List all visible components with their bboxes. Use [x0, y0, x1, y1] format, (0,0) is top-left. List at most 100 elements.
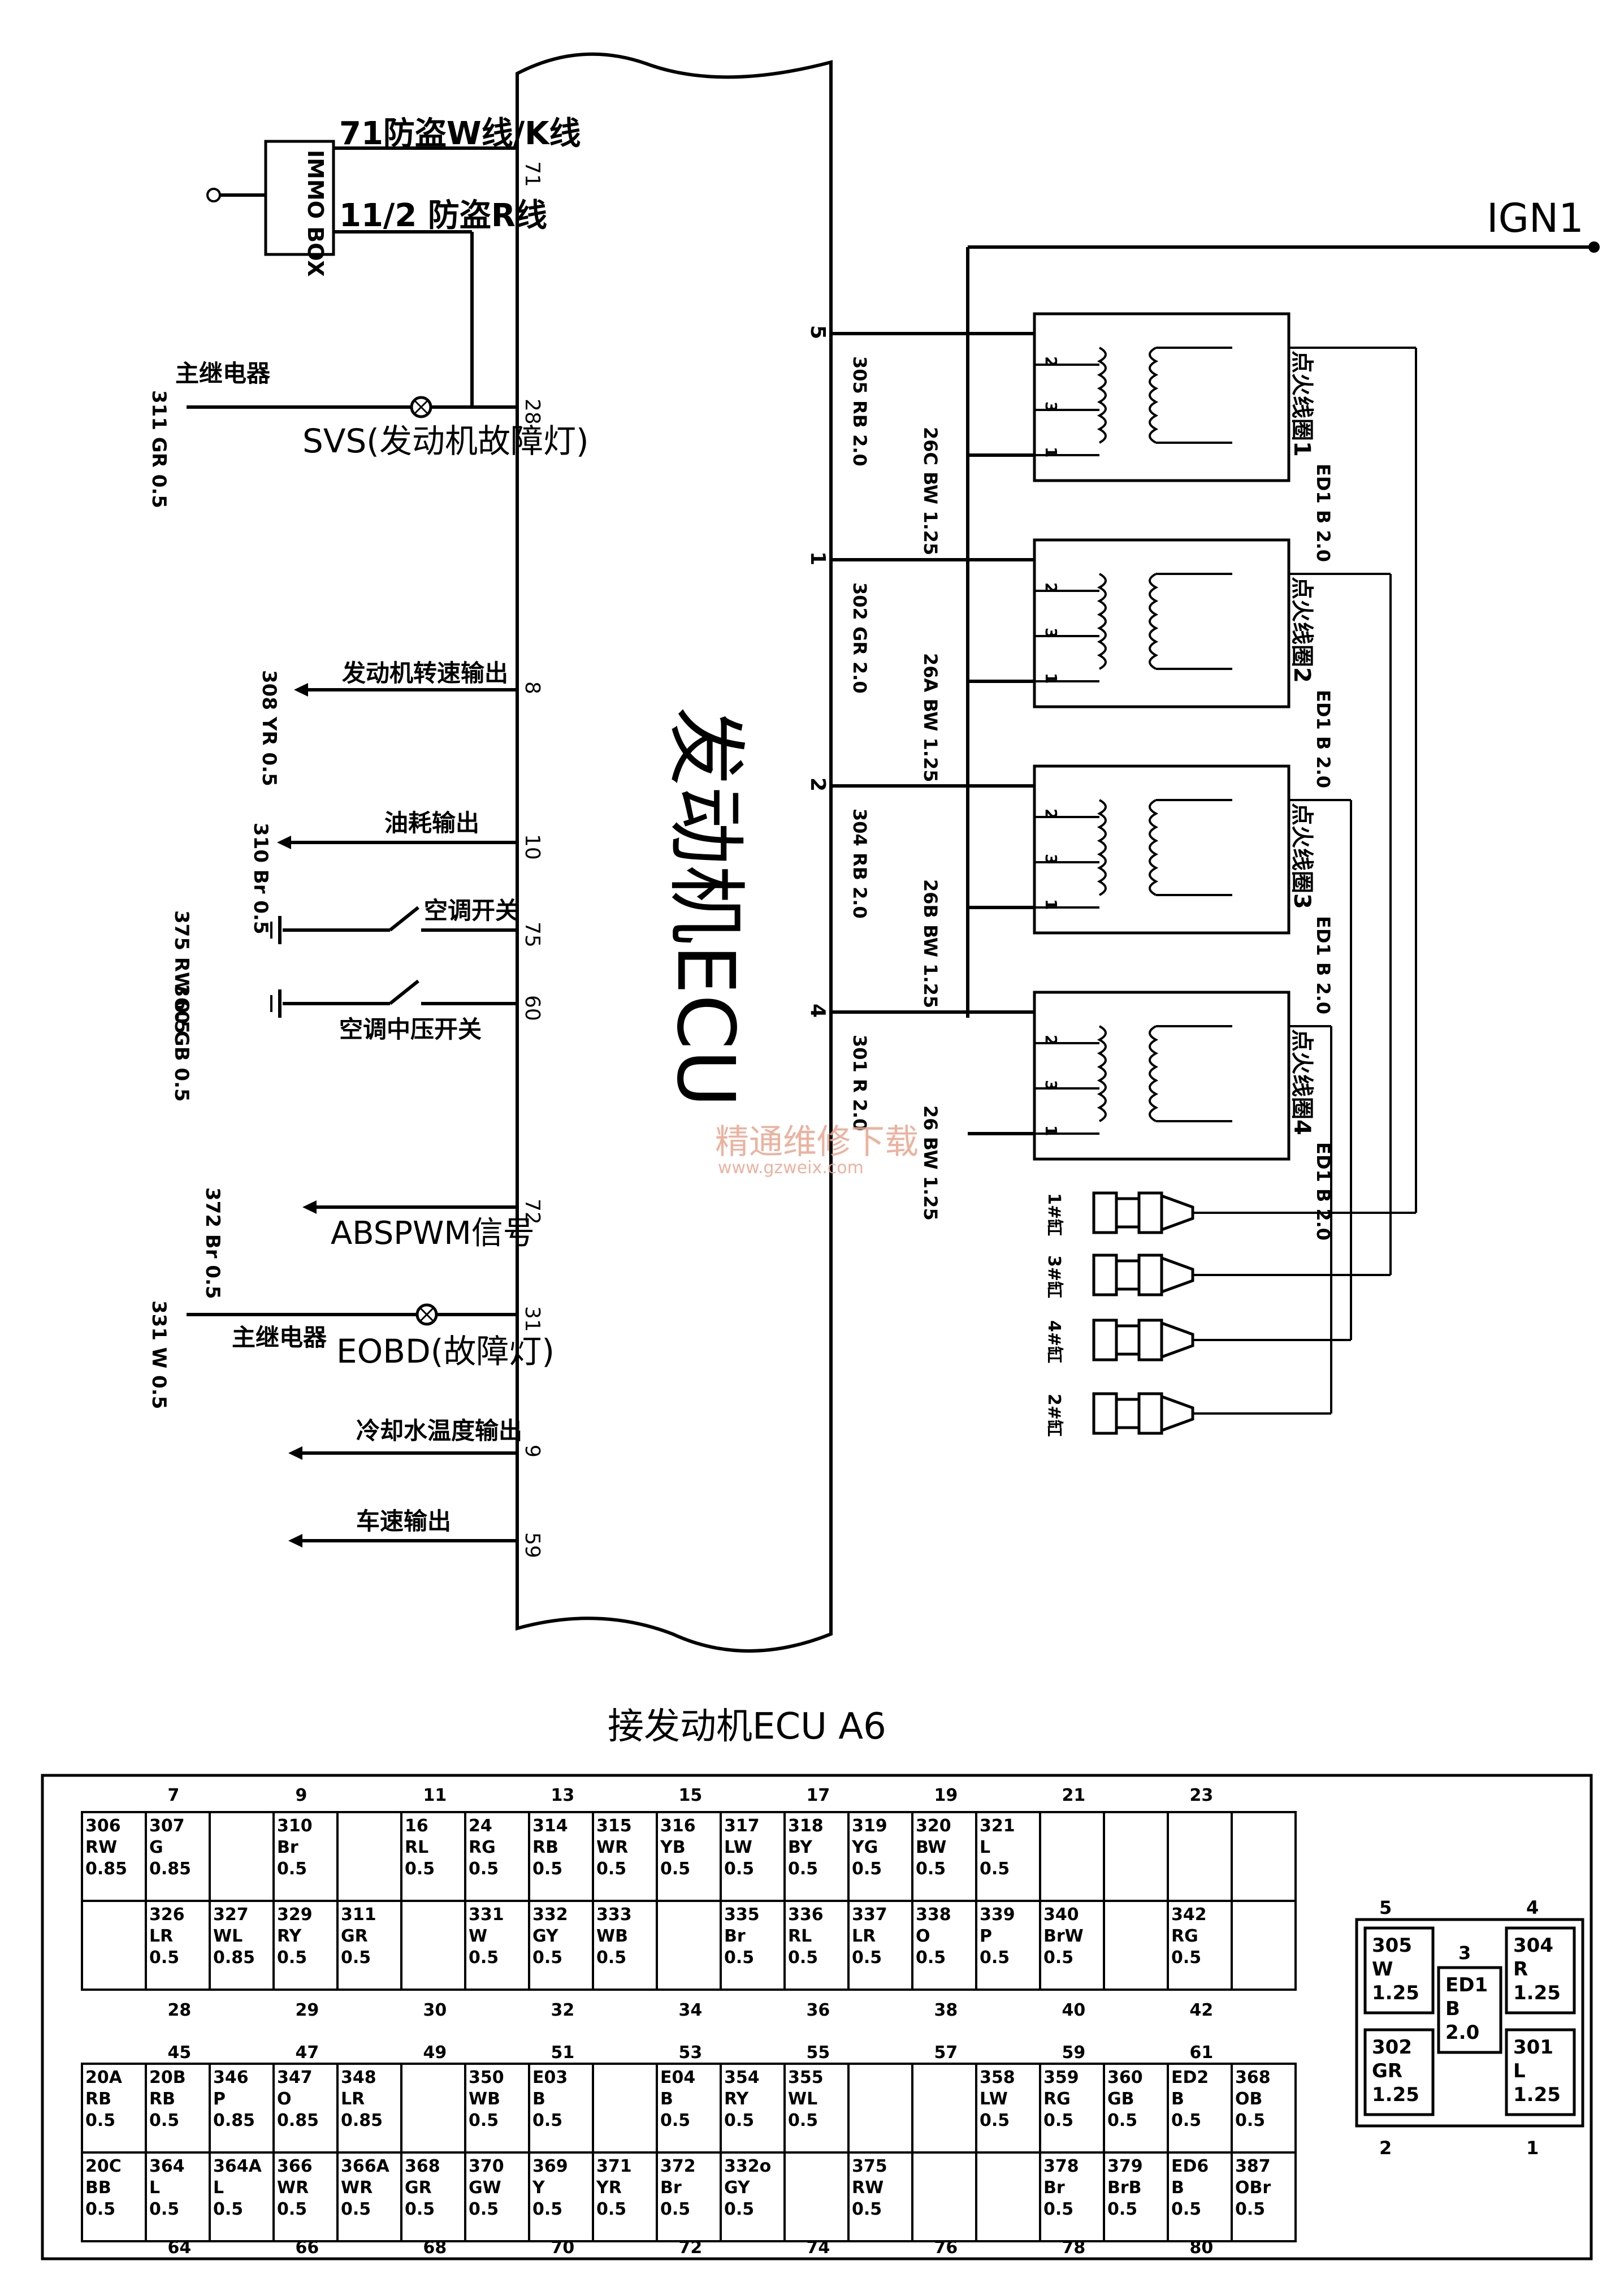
connector-cell-row4-15-line-3: 0.5	[1043, 2199, 1073, 2219]
connector-cell-row1-6-line-1: 24	[469, 1816, 492, 1836]
coil-1-wire-in: 305 RB 2.0	[849, 356, 871, 466]
spark-plug-1: 1#缸	[1044, 348, 1417, 1236]
connector-cell-row3-2-line-2: P	[213, 2089, 226, 2109]
coil-3-terminal-c: 1	[1042, 899, 1060, 910]
connector-cell	[81, 1900, 147, 1991]
connector-pin-number: 42	[1190, 2000, 1214, 2020]
connector-cell-row1-7-line-2: RB	[532, 1838, 558, 1857]
coil-1-terminal-c: 1	[1042, 447, 1060, 457]
pin-59: 59	[521, 1532, 544, 1558]
connector-cell-row4-12-line-1: 375	[852, 2156, 887, 2176]
coil-connector-cell-304-line-1: 304	[1513, 1934, 1553, 1957]
connector-cell-row2-17-line-3: 0.5	[1171, 1948, 1201, 1968]
connector-cell	[400, 1900, 466, 1991]
pin-8-label: 发动机转速输出	[342, 659, 508, 687]
pin-72-label: ABSPWM信号	[331, 1215, 535, 1252]
connector-cell-row2-13-line-1: 338	[916, 1905, 951, 1925]
connector-cell-row2-6-line-2: W	[469, 1926, 487, 1946]
connector-cell-row3-4-line-3: 0.85	[341, 2111, 383, 2130]
connector-pin-number: 76	[934, 2238, 958, 2258]
watermark-line2: www.gzweix.com	[718, 1158, 864, 1178]
connector-cell-row3-2-line-3: 0.85	[213, 2111, 255, 2130]
connector-cell-row1-10-line-3: 0.5	[724, 1859, 754, 1879]
connector-cell-row2-10-line-2: Br	[724, 1926, 746, 1946]
connector-cell-row3-7-line-2: B	[532, 2089, 545, 2109]
connector-pin-number: 61	[1190, 2043, 1214, 2063]
connector-cell-row4-12-line-3: 0.5	[852, 2199, 882, 2219]
connector-cell-row4-0-line-2: BB	[85, 2178, 111, 2198]
connector-title: 接发动机ECU A6	[608, 1706, 886, 1748]
connector-cell	[911, 2151, 977, 2242]
connector-cell-row3-3-line-2: O	[277, 2089, 292, 2109]
connector-cell-row1-1-line-3: 0.85	[149, 1859, 191, 1879]
spark-plug-4: 2#缸	[1044, 1026, 1332, 1437]
connector-cell-row4-3-line-3: 0.5	[277, 2199, 307, 2219]
connector-pin-number: 40	[1062, 2000, 1086, 2020]
connector-cell-row1-5-line-2: RL	[405, 1838, 428, 1857]
pin-71: 71	[521, 161, 544, 187]
connector-cell-row3-4-line-1: 348	[341, 2068, 376, 2087]
connector-cell-row1-5-line-3: 0.5	[405, 1859, 435, 1879]
coil-2-label: 点火线圈2	[1289, 577, 1315, 683]
connector-cell-row1-3-line-1: 310	[277, 1816, 313, 1836]
connector-cell	[209, 1811, 275, 1902]
connector-cell-row1-9-line-3: 0.5	[660, 1859, 690, 1879]
connector-cell-row1-13-line-2: BW	[916, 1838, 946, 1857]
connector-cell-row4-17-line-3: 0.5	[1171, 2199, 1201, 2219]
coil-connector-pin-number: 2	[1379, 2137, 1392, 2159]
connector-cell-row3-11-line-1: 355	[788, 2068, 824, 2087]
connector-cell-row1-8-line-1: 315	[596, 1816, 632, 1836]
connector-cell-row1-11-line-3: 0.5	[788, 1859, 818, 1879]
coil-3-wire-in: 304 RB 2.0	[849, 809, 871, 919]
coil-connector-cell-ed1-line-1: ED1	[1445, 1974, 1488, 1996]
connector-cell-row2-17-line-1: 342	[1171, 1905, 1207, 1925]
pin-8-wire: 308 YR 0.5	[258, 670, 280, 786]
connector-cell-row3-18-line-2: OB	[1235, 2089, 1262, 2109]
connector-pin-number: 34	[679, 2000, 703, 2020]
coil-1-wire-out: 26C BW 1.25	[920, 427, 941, 555]
connector-cell-row2-14-line-1: 339	[980, 1905, 1015, 1925]
connector-cell-row2-1-line-3: 0.5	[149, 1948, 179, 1968]
connector-cell-row1-12-line-1: 319	[852, 1816, 887, 1836]
connector-pin-number: 30	[423, 2000, 447, 2020]
pin-31-circuit: 31 主继电器 331 W 0.5 EOBD(故障灯)	[148, 1300, 555, 1409]
connector-cell-row1-14-line-2: L	[980, 1838, 990, 1857]
connector-cell-row4-3-line-1: 366	[277, 2156, 313, 2176]
pin-59-label: 车速输出	[356, 1507, 451, 1535]
immo-line1-label: 71防盗W线/K线	[339, 115, 581, 152]
connector-cell-row3-18-line-1: 368	[1235, 2068, 1271, 2087]
pin-10: 10	[521, 834, 544, 860]
connector-pin-number: 36	[807, 2000, 830, 2020]
pin-28-source: 主继电器	[175, 360, 271, 387]
immo-line2-label: 11/2 防盗R线	[339, 197, 547, 234]
connector-cell-row4-5-line-3: 0.5	[405, 2199, 435, 2219]
connector-cell-row3-6-line-3: 0.5	[469, 2111, 499, 2130]
ign1-label: IGN1	[1487, 195, 1584, 241]
connector-cell-row1-14-line-1: 321	[980, 1816, 1015, 1836]
pin-75-wire: 375 RW 0.5	[170, 910, 193, 1034]
connector-pin-number: 64	[168, 2238, 192, 2258]
connector-cell	[1231, 1811, 1297, 1902]
connector-cell-row4-18-line-1: 387	[1235, 2156, 1271, 2176]
pin-72-wire: 372 Br 0.5	[201, 1187, 224, 1299]
